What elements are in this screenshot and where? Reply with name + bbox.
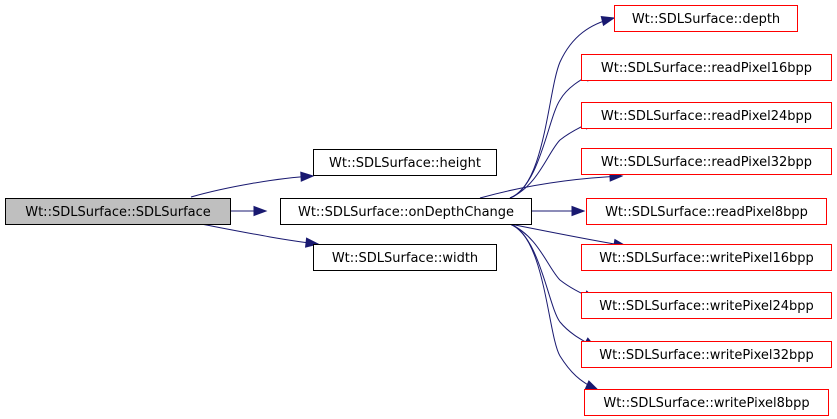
- node-box: [581, 292, 832, 319]
- edge-line: [509, 223, 599, 391]
- node-writePixel8bpp[interactable]: Wt::SDLSurface::writePixel8bpp: [584, 389, 829, 416]
- arrowhead: [571, 205, 586, 217]
- node-label: Wt::SDLSurface::writePixel32bpp: [599, 348, 814, 363]
- node-label: Wt::SDLSurface::readPixel16bpp: [601, 61, 812, 76]
- node-label: Wt::SDLSurface::writePixel8bpp: [603, 396, 809, 411]
- node-writePixel16bpp[interactable]: Wt::SDLSurface::writePixel16bpp: [581, 244, 832, 271]
- node-label: Wt::SDLSurface::SDLSurface: [25, 205, 211, 220]
- node-box: [581, 244, 832, 271]
- arrowhead: [253, 205, 268, 217]
- node-depth[interactable]: Wt::SDLSurface::depth: [614, 5, 798, 32]
- arrowhead: [300, 171, 315, 182]
- node-label: Wt::SDLSurface::writePixel24bpp: [599, 299, 814, 314]
- arrowhead: [304, 237, 320, 248]
- node-onDepthChange[interactable]: Wt::SDLSurface::onDepthChange: [280, 198, 532, 225]
- node-box: [5, 198, 231, 225]
- node-label: Wt::SDLSurface::readPixel24bpp: [601, 109, 812, 124]
- node-SDLSurface[interactable]: Wt::SDLSurface::SDLSurface: [5, 198, 231, 225]
- node-box: [313, 149, 497, 176]
- node-readPixel24bpp[interactable]: Wt::SDLSurface::readPixel24bpp: [581, 102, 832, 129]
- edge-SDLSurface-to-width: [200, 223, 320, 248]
- node-readPixel8bpp[interactable]: Wt::SDLSurface::readPixel8bpp: [586, 198, 827, 225]
- node-box: [280, 198, 532, 225]
- nodes-layer: Wt::SDLSurface::SDLSurfaceWt::SDLSurface…: [5, 5, 832, 416]
- edge-line: [509, 223, 597, 349]
- node-box: [581, 102, 832, 129]
- arrowhead: [600, 15, 616, 27]
- node-label: Wt::SDLSurface::readPixel32bpp: [601, 155, 812, 170]
- node-readPixel32bpp[interactable]: Wt::SDLSurface::readPixel32bpp: [581, 148, 832, 175]
- edge-SDLSurface-to-onDepthChange: [230, 205, 268, 217]
- node-label: Wt::SDLSurface::height: [329, 156, 481, 171]
- edge-onDepthChange-to-depth: [509, 15, 616, 199]
- edge-line: [509, 17, 615, 199]
- edge-onDepthChange-to-writePixel32bpp: [509, 223, 598, 349]
- node-box: [581, 148, 832, 175]
- node-box: [614, 5, 798, 32]
- node-height[interactable]: Wt::SDLSurface::height: [313, 149, 497, 176]
- node-width[interactable]: Wt::SDLSurface::width: [313, 244, 497, 271]
- node-writePixel32bpp[interactable]: Wt::SDLSurface::writePixel32bpp: [581, 341, 832, 368]
- node-label: Wt::SDLSurface::readPixel8bpp: [605, 205, 808, 220]
- node-label: Wt::SDLSurface::depth: [632, 12, 780, 27]
- node-label: Wt::SDLSurface::writePixel16bpp: [599, 251, 814, 266]
- node-box: [586, 198, 827, 225]
- node-box: [581, 341, 832, 368]
- edge-line: [200, 223, 319, 245]
- node-box: [313, 244, 497, 271]
- node-label: Wt::SDLSurface::width: [332, 251, 478, 266]
- edge-line: [479, 175, 623, 199]
- node-readPixel16bpp[interactable]: Wt::SDLSurface::readPixel16bpp: [581, 54, 832, 81]
- edge-onDepthChange-to-readPixel8bpp: [531, 205, 586, 217]
- edge-SDLSurface-to-height: [190, 171, 315, 198]
- node-label: Wt::SDLSurface::onDepthChange: [298, 205, 514, 220]
- node-box: [584, 389, 829, 416]
- node-box: [581, 54, 832, 81]
- edge-onDepthChange-to-readPixel32bpp: [479, 171, 624, 199]
- edge-line: [190, 175, 314, 198]
- arrowhead: [584, 380, 600, 391]
- node-writePixel24bpp[interactable]: Wt::SDLSurface::writePixel24bpp: [581, 292, 832, 319]
